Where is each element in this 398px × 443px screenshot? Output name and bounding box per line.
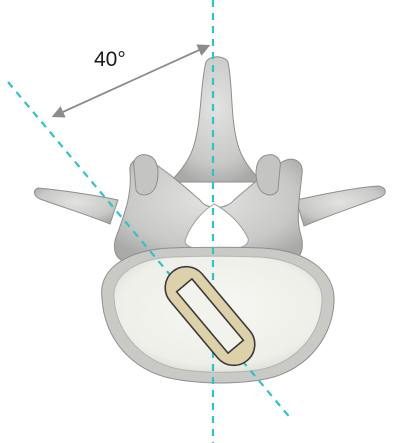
right-articular-process	[256, 155, 280, 195]
angle-arrow	[54, 46, 208, 116]
left-transverse-process	[34, 188, 118, 224]
angle-label: 40°	[94, 48, 126, 71]
left-articular-process	[134, 155, 158, 195]
spinous-process	[170, 57, 262, 182]
right-transverse-process	[296, 186, 385, 226]
